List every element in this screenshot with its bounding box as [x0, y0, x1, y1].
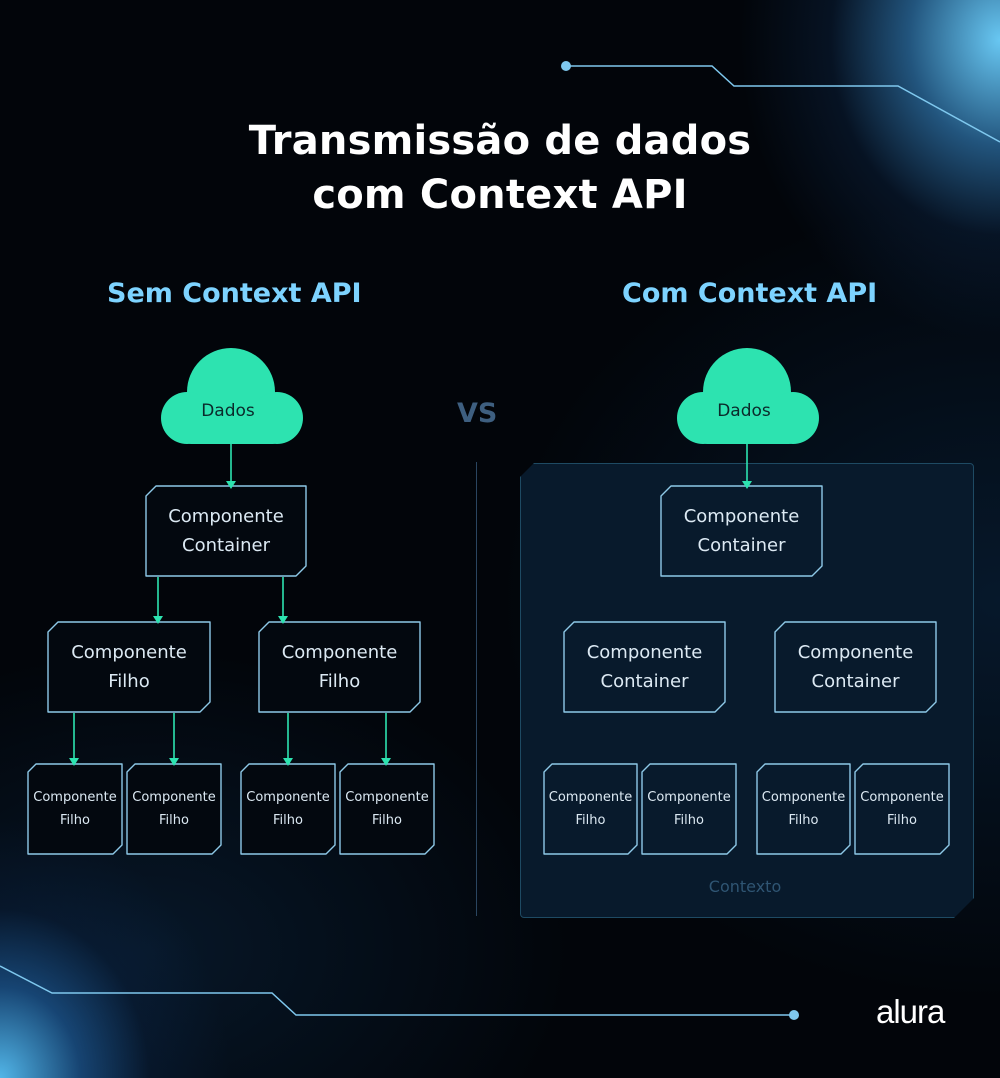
context-label: Contexto: [708, 877, 782, 896]
label-line: Componente: [548, 790, 633, 805]
left-leaf-2: [126, 763, 222, 855]
label-line: Container: [697, 535, 786, 556]
label-line: Container: [811, 671, 900, 692]
left-leaf-3-label: Componente Filho: [241, 764, 335, 854]
right-leaf-3: [756, 763, 851, 855]
label-line: Componente: [797, 642, 914, 663]
right-leaf-3-label: Componente Filho: [757, 764, 850, 854]
vs-label: VS: [457, 398, 498, 429]
right-leaf-2: [641, 763, 737, 855]
heading-sem-context: Sem Context API: [107, 278, 362, 309]
label-line: Container: [600, 671, 689, 692]
label-line: Componente: [132, 790, 216, 805]
label-line: Componente: [647, 790, 731, 805]
page-title: Transmissão de dados com Context API: [0, 114, 1000, 222]
vertical-divider: [476, 462, 477, 916]
right-leaf-2-label: Componente Filho: [642, 764, 736, 854]
label-line: Filho: [575, 813, 606, 828]
title-line-1: Transmissão de dados: [248, 118, 752, 164]
right-leaf-4: [854, 763, 950, 855]
label-line: Componente: [683, 506, 800, 527]
right-leaf-1-label: Componente Filho: [544, 764, 637, 854]
heading-com-context: Com Context API: [622, 278, 878, 309]
left-leaf-1: [27, 763, 123, 855]
right-container-label: Componente Container: [661, 486, 822, 576]
left-arrowheads: [69, 481, 391, 766]
label-line: Componente: [586, 642, 703, 663]
label-line: Container: [182, 535, 270, 556]
label-line: Filho: [372, 813, 402, 828]
right-leaf-1: [543, 763, 638, 855]
label-line: Filho: [887, 813, 917, 828]
label-line: Filho: [108, 671, 150, 692]
left-filho-2-label: Componente Filho: [259, 622, 420, 712]
left-leaf-1-label: Componente Filho: [28, 764, 122, 854]
left-leaf-3: [240, 763, 336, 855]
left-leaf-4: [339, 763, 435, 855]
label-line: Componente: [33, 790, 117, 805]
right-cloud-dados: [677, 348, 819, 444]
label-line: Filho: [788, 813, 819, 828]
right-leaf-4-label: Componente Filho: [855, 764, 949, 854]
decorative-circuit-bottom: [0, 965, 799, 1020]
label-line: Filho: [60, 813, 90, 828]
label-line: Componente: [281, 642, 398, 663]
label-line: Filho: [273, 813, 303, 828]
right-container-a-label: Componente Container: [564, 622, 725, 712]
alura-logo: alura: [876, 993, 945, 1030]
left-leaf-4-label: Componente Filho: [340, 764, 434, 854]
right-container-b-label: Componente Container: [775, 622, 936, 712]
left-cloud-dados: [161, 348, 303, 444]
left-arrows: [73, 444, 387, 759]
decorative-circuit-top: [561, 61, 1000, 143]
title-line-2: com Context API: [312, 172, 688, 218]
label-line: Componente: [345, 790, 429, 805]
right-node-container-b: [774, 621, 937, 713]
left-leaf-2-label: Componente Filho: [127, 764, 221, 854]
left-node-container: [145, 485, 307, 577]
left-cloud-label: Dados: [201, 401, 255, 421]
label-line: Filho: [674, 813, 704, 828]
label-line: Componente: [71, 642, 187, 663]
label-line: Filho: [318, 671, 361, 692]
left-container-label: Componente Container: [146, 486, 306, 576]
left-node-filho-1: [47, 621, 211, 713]
right-node-container: [660, 485, 823, 577]
left-filho-1-label: Componente Filho: [48, 622, 210, 712]
right-cloud-label: Dados: [717, 401, 771, 421]
label-line: Filho: [159, 813, 189, 828]
right-arrowhead: [742, 481, 752, 489]
right-node-container-a: [563, 621, 726, 713]
label-line: Componente: [246, 790, 330, 805]
label-line: Componente: [860, 790, 944, 805]
left-node-filho-2: [258, 621, 421, 713]
label-line: Componente: [761, 790, 846, 805]
label-line: Componente: [168, 506, 284, 527]
